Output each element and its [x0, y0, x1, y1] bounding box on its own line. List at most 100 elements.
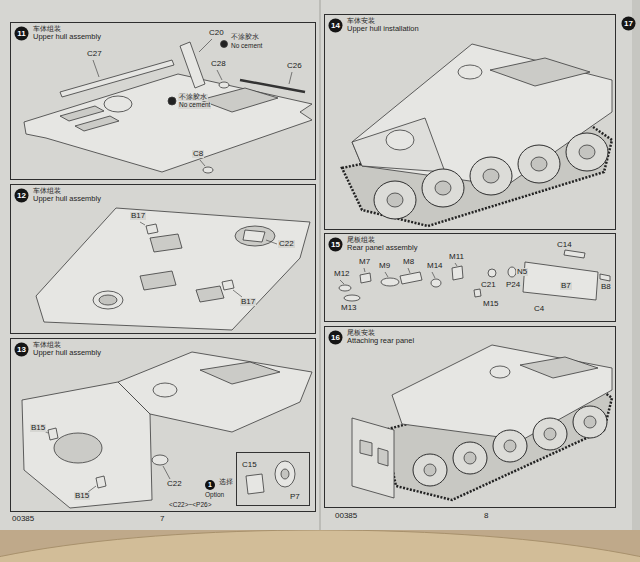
small-part — [600, 274, 610, 281]
part-number: M13 — [340, 304, 358, 312]
page-number: 8 — [484, 512, 488, 520]
step-panel: 车体组装Upper hull assembly 11 — [10, 22, 316, 180]
step-panel: 车体组装Upper hull assembly12 — [10, 184, 316, 334]
small-part — [488, 269, 496, 277]
part-number: C8 — [192, 150, 204, 158]
part-number: C14 — [556, 241, 573, 249]
leader-line — [93, 60, 99, 77]
step-heading: 车体安装Upper hull installation — [347, 17, 419, 34]
step-heading: 车体组装Upper hull assembly — [33, 341, 101, 358]
part-number: C22 — [166, 480, 183, 488]
disc-part — [275, 461, 295, 487]
part-number: B17 — [240, 298, 256, 306]
wheel-hub — [531, 157, 547, 171]
small-part — [48, 428, 58, 440]
part-number: N5 — [516, 268, 528, 276]
step-number-text: 16 — [331, 334, 340, 342]
note-text: Option — [204, 492, 225, 499]
small-part — [381, 278, 399, 286]
step-number: 16 — [328, 330, 343, 345]
road-wheel — [374, 181, 416, 219]
step-number-text: 14 — [331, 22, 340, 30]
small-part — [203, 167, 213, 173]
leader-line — [233, 290, 242, 297]
road-wheel — [533, 418, 567, 450]
step-heading: 尾板安装Attaching rear panel — [347, 329, 414, 346]
part-number: B8 — [600, 283, 612, 291]
note-text: No cement — [230, 43, 263, 50]
part-number: P24 — [505, 281, 521, 289]
leader-line — [408, 268, 410, 273]
part-number: M14 — [426, 262, 444, 270]
step-number-text: 17 — [624, 20, 633, 28]
small-part — [222, 280, 234, 290]
small-part — [474, 289, 481, 297]
grille — [75, 116, 119, 131]
leader-line — [385, 272, 388, 277]
part-number: C27 — [86, 50, 103, 58]
small-part — [96, 476, 106, 488]
leader-line — [199, 39, 212, 52]
wheel-hub — [387, 193, 403, 207]
part-number: M9 — [378, 262, 391, 270]
part-number: C15 — [241, 461, 258, 469]
wheel-hub — [435, 181, 451, 195]
front-plate — [22, 382, 152, 508]
small-part — [344, 295, 360, 301]
front-slope — [352, 118, 445, 172]
heading-chinese: 车体组装 — [33, 25, 101, 33]
road-wheel — [493, 430, 527, 462]
step-panel: 尾板安装Attaching rear panel 16 — [324, 326, 616, 508]
small-part — [431, 279, 441, 287]
page-number: 00385 — [12, 515, 34, 523]
step-circle — [329, 19, 343, 33]
leader-line — [200, 160, 205, 166]
part-number: C28 — [210, 60, 227, 68]
part-number: B15 — [74, 492, 90, 500]
cutout — [235, 226, 275, 246]
hatch — [140, 271, 176, 290]
small-part — [243, 230, 265, 242]
rear-panel — [352, 418, 394, 498]
knob-part — [246, 474, 264, 494]
step-circle — [15, 27, 29, 41]
step-circle — [15, 343, 29, 357]
option-number: 1 — [205, 480, 215, 490]
heading-english: Rear panel assembly — [347, 244, 417, 253]
step-number: 11 — [14, 26, 29, 41]
part-number: M7 — [358, 258, 371, 266]
part-number: B17 — [130, 212, 146, 220]
step-number: 12 — [14, 188, 29, 203]
note-chinese: 不涂胶水 — [230, 34, 260, 41]
part-number: M11 — [448, 253, 465, 261]
step-heading: 尾板组装Rear panel assembly — [347, 236, 417, 253]
no-cement-icon — [168, 97, 176, 105]
no-cement-icon — [221, 41, 228, 48]
note-text: <C22>~<P26> — [168, 502, 212, 509]
stool-top — [0, 530, 640, 562]
fan — [153, 383, 177, 397]
part-number: M15 — [482, 300, 500, 308]
part-number: M12 — [333, 270, 351, 278]
leader-line — [266, 240, 277, 244]
heading-english: Upper hull assembly — [33, 349, 101, 358]
option-inset: C15P7 — [236, 452, 310, 506]
next-page-edge — [632, 0, 640, 530]
wheel-hub — [579, 145, 595, 159]
rod-part — [240, 80, 305, 92]
engine-deck — [200, 88, 278, 112]
fan — [104, 96, 132, 112]
step-heading: 车体组装Upper hull assembly — [33, 25, 101, 42]
leader-line — [289, 72, 292, 84]
small-part — [564, 250, 585, 258]
hull-plate — [24, 74, 312, 172]
small-part — [452, 266, 463, 280]
part-number: C26 — [286, 62, 303, 70]
leader-line — [455, 263, 457, 266]
step-number-text: 11 — [17, 30, 25, 38]
leader-line — [364, 268, 365, 272]
step-number-text: 13 — [17, 346, 26, 354]
